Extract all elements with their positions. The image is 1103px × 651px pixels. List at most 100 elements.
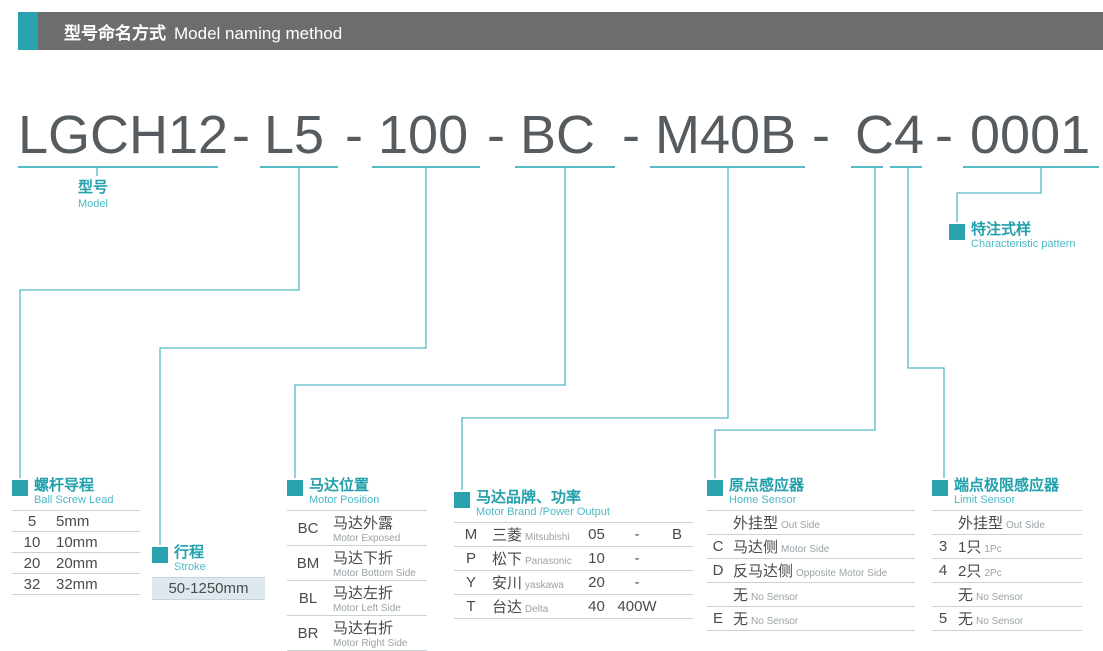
table-row[interactable]: 32 32mm (12, 573, 140, 596)
callout-ball-screw-lead-en: Ball Screw Lead (34, 493, 114, 506)
cell-brand-en: yaskawa (525, 580, 564, 592)
table-row[interactable]: 10 10mm (12, 531, 140, 554)
cell-power-code: 40 (580, 594, 613, 620)
cell-power-value: 400W (613, 594, 661, 620)
model-segment-motor-brand: M40B (655, 105, 797, 165)
cell-power-value: - (613, 570, 661, 596)
cell-code: E (707, 606, 729, 632)
table-row[interactable]: BM 马达下折 Motor Bottom Side (287, 545, 427, 582)
callout-limit-sensor-en: Limit Sensor (954, 493, 1016, 506)
table-row[interactable]: BR 马达右折 Motor Right Side (287, 615, 427, 651)
callout-motor-position-en: Motor Position (309, 493, 380, 506)
connector-limit-sensor (907, 167, 945, 478)
cell-value-en: Motor Left Side (333, 603, 401, 615)
cell-value-en: Motor Side (781, 544, 830, 556)
cell-power-value: - (613, 546, 661, 572)
cell-suffix: B (661, 522, 693, 548)
marker-square-motor-brand (454, 492, 470, 508)
cell-brand-en: Mitsubishi (525, 532, 570, 544)
cell-code: 4 (932, 558, 954, 584)
cell-code: BM (287, 545, 329, 582)
cell-value-cn: 1只 (958, 539, 982, 557)
cell-code: 10 (12, 531, 52, 554)
cell-suffix (661, 546, 693, 572)
cell-power-code: 20 (580, 570, 613, 596)
model-segment-sensors: C4 (855, 105, 925, 165)
table-row[interactable]: BL 马达左折 Motor Left Side (287, 580, 427, 617)
cell-brand-en: Delta (525, 604, 549, 616)
cell-value-cn: 马达下折 (333, 550, 394, 568)
underline-stroke (372, 166, 480, 168)
cell-value-cn: 反马达侧 (733, 563, 794, 581)
underline-characteristic (963, 166, 1099, 168)
marker-square-characteristic (949, 224, 965, 240)
stroke-value: 50-1250mm (152, 577, 265, 601)
connector-motor-position (294, 167, 566, 478)
cell-brand-cn: 台达 (492, 599, 523, 617)
cell-code: BL (287, 580, 329, 617)
table-ball-screw-lead: 5 5mm 10 10mm 20 20mm 32 32mm (12, 510, 140, 596)
callout-motor-brand-en: Motor Brand /Power Output (476, 505, 610, 518)
cell-code: 3 (932, 534, 954, 560)
model-code-line: LGCH12 - L5 - 100 - BC - M40B - C4 - 000… (0, 104, 1103, 168)
cell-value-cn: 无 (958, 587, 974, 605)
callout-home-sensor-cn: 原点感应器 (729, 477, 805, 494)
cell-code (932, 510, 954, 536)
cell-code: D (707, 558, 729, 584)
cell-power-code: 10 (580, 546, 613, 572)
cell-value-en: No Sensor (751, 616, 799, 628)
cell-value-en: Motor Bottom Side (333, 568, 416, 580)
table-row[interactable]: 20 20mm (12, 552, 140, 575)
cell-code: P (454, 546, 488, 572)
cell-suffix (661, 594, 693, 620)
model-segment-lead: L5 (264, 105, 325, 165)
model-segment-stroke: 100 (378, 105, 469, 165)
cell-code (932, 582, 954, 608)
model-separator-1: - (232, 105, 250, 165)
callout-model-en: Model (78, 198, 108, 210)
model-separator-4: - (622, 105, 640, 165)
table-motor-position: BC 马达外露 Motor Exposed BM 马达下折 Motor Bott… (287, 510, 427, 651)
cell-value: 20mm (52, 552, 140, 575)
cell-code (707, 510, 729, 536)
cell-value: 马达左折 Motor Left Side (329, 580, 427, 617)
table-row[interactable]: 5 5mm (12, 510, 140, 533)
cell-value-cn: 2只 (958, 563, 982, 581)
cell-code: 20 (12, 552, 52, 575)
cell-value-en: Out Side (781, 520, 820, 532)
cell-code: BC (287, 510, 329, 547)
callout-motor-position-cn: 马达位置 (309, 477, 370, 494)
table-row[interactable]: BC 马达外露 Motor Exposed (287, 510, 427, 547)
callout-model: 型号 Model (78, 176, 108, 210)
header-title-cn: 型号命名方式 (64, 23, 166, 43)
underline-motor-brand (650, 166, 805, 168)
callout-ball-screw-lead-cn: 螺杆导程 (34, 477, 95, 494)
marker-square-stroke (152, 547, 168, 563)
marker-square-ball-screw-lead (12, 480, 28, 496)
cell-value-en: No Sensor (976, 616, 1024, 628)
cell-brand-cn: 松下 (492, 551, 523, 569)
